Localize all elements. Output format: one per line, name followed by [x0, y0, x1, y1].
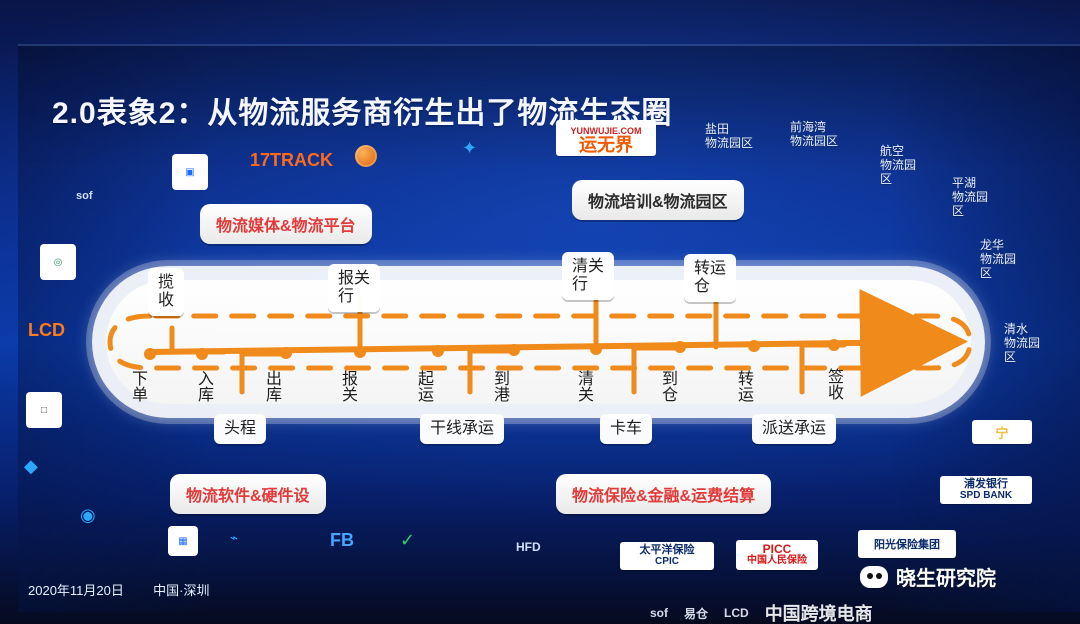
lcd-left-logo: LCD — [28, 320, 65, 340]
dot-xiadan — [144, 348, 156, 360]
footer-date: 2020年11月20日 — [28, 583, 124, 598]
left-blue-logo-2: ◉ — [80, 505, 96, 525]
globe-logo — [355, 145, 383, 167]
yuntianquan-text: 运无界 — [579, 135, 633, 155]
china-crossborder-logo: 中国跨境电商 — [764, 604, 873, 624]
green-circle-logo: ◎ — [40, 244, 76, 280]
tag-ganxian: 干线承运 — [420, 414, 505, 444]
flow-diagram — [107, 288, 973, 397]
footer-place: 中国·深圳 — [153, 583, 210, 598]
footer-text: 2020年11月20日 中国·深圳 — [28, 580, 209, 599]
left-top-logo-1: ▣ — [172, 154, 208, 190]
tag-qingguanhang: 清关 行 — [562, 252, 615, 300]
picc-cn: 中国人民保险 — [747, 555, 807, 566]
bottom-logos-row: sof 易仓 LCD 中国跨境电商 — [650, 600, 873, 624]
ning-logo-text: 宁 — [995, 425, 1009, 441]
lcd-logo: LCD — [724, 606, 749, 620]
step-daogang: 到 港 — [494, 371, 511, 404]
wechat-icon — [860, 565, 888, 588]
step-ruku: 入 库 — [198, 371, 215, 404]
bird-logo: ✦ — [462, 138, 478, 158]
sof-left-logo: sof — [76, 190, 93, 202]
yicang-logo: 易仓 — [684, 606, 709, 621]
step-qingguan: 清 关 — [578, 371, 595, 404]
banner-training-park: 物流培训&物流园区 — [572, 180, 744, 220]
bottom-logo-left-2: ⌁ — [230, 530, 238, 545]
left-blue-logo: ◆ — [24, 456, 38, 476]
tag-paisong: 派送承运 — [752, 414, 837, 444]
small-square-logo: □ — [26, 392, 62, 428]
tag-kache: 卡车 — [600, 414, 653, 444]
dot-qiyun — [432, 345, 444, 357]
bottom-logo-left-4: ✓ — [400, 530, 416, 550]
cpic-en: CPIC — [655, 556, 679, 567]
spd-bank-logo: 浦发银行 SPD BANK — [940, 476, 1032, 504]
bottom-logo-left-1: ▦ — [168, 526, 198, 556]
step-xiadan: 下 单 — [132, 371, 149, 404]
tag-baoguanhang: 报关 行 — [328, 264, 381, 312]
banner-software-hardware: 物流软件&硬件设 — [170, 474, 326, 514]
spd-bank-cn: 浦发银行 — [964, 478, 1008, 490]
tag-zhuanyuncang: 转运 仓 — [684, 254, 737, 302]
yantian-park-label: 盐田 物流园区 — [705, 122, 754, 150]
ning-logo: 宁 — [972, 420, 1032, 444]
cpic-logo: 太平洋保险 CPIC — [620, 542, 714, 570]
qianhaiwan-park-label: 前海湾 物流园区 — [790, 120, 839, 148]
longhua-park-label: 龙华 物流园 区 — [980, 238, 1017, 280]
qingshui-park-label: 清水 物流园 区 — [1004, 322, 1041, 364]
yuntianquan-logo: YUNWUJIE.COM 运无界 — [556, 120, 656, 156]
yuntianquan-tagline: YUNWUJIE.COM — [570, 126, 642, 136]
step-qianshou: 签 收 — [828, 369, 845, 402]
spd-bank-en: SPD BANK — [959, 490, 1013, 501]
picc-en: PICC — [762, 542, 792, 556]
banner-insurance-finance: 物流保险&金融&运费结算 — [556, 474, 772, 514]
hangkong-park-label: 航空 物流园 区 — [880, 144, 917, 186]
sof-logo: sof — [650, 606, 668, 620]
tag-toucheng: 头程 — [214, 414, 267, 444]
flow-segments — [169, 342, 847, 357]
sunshine-insurance-logo: 阳光保险集团 — [858, 530, 956, 558]
step-zhuanyun: 转 运 — [738, 371, 755, 404]
flow-connectors — [169, 291, 805, 395]
hfd-logo: HFD — [516, 540, 541, 554]
fb-logo: FB — [330, 530, 354, 550]
step-qiyun: 起 运 — [418, 371, 435, 404]
step-daocang: 到 仓 — [662, 371, 679, 404]
watermark: 晓生研究院 — [860, 562, 996, 591]
step-chuku: 出 库 — [266, 371, 283, 404]
tag-lanshou: 揽 收 — [148, 268, 185, 316]
pinghu-park-label: 平湖 物流园 区 — [952, 176, 989, 218]
picc-logo: PICC 中国人民保险 — [736, 540, 818, 570]
watermark-text: 晓生研究院 — [896, 568, 996, 590]
17track-logo: 17TRACK — [250, 150, 334, 170]
step-baoguan: 报 关 — [342, 371, 359, 404]
cpic-cn: 太平洋保险 — [639, 544, 695, 556]
banner-media-platform: 物流媒体&物流平台 — [200, 204, 372, 244]
dot-zhuanyun — [748, 340, 760, 352]
